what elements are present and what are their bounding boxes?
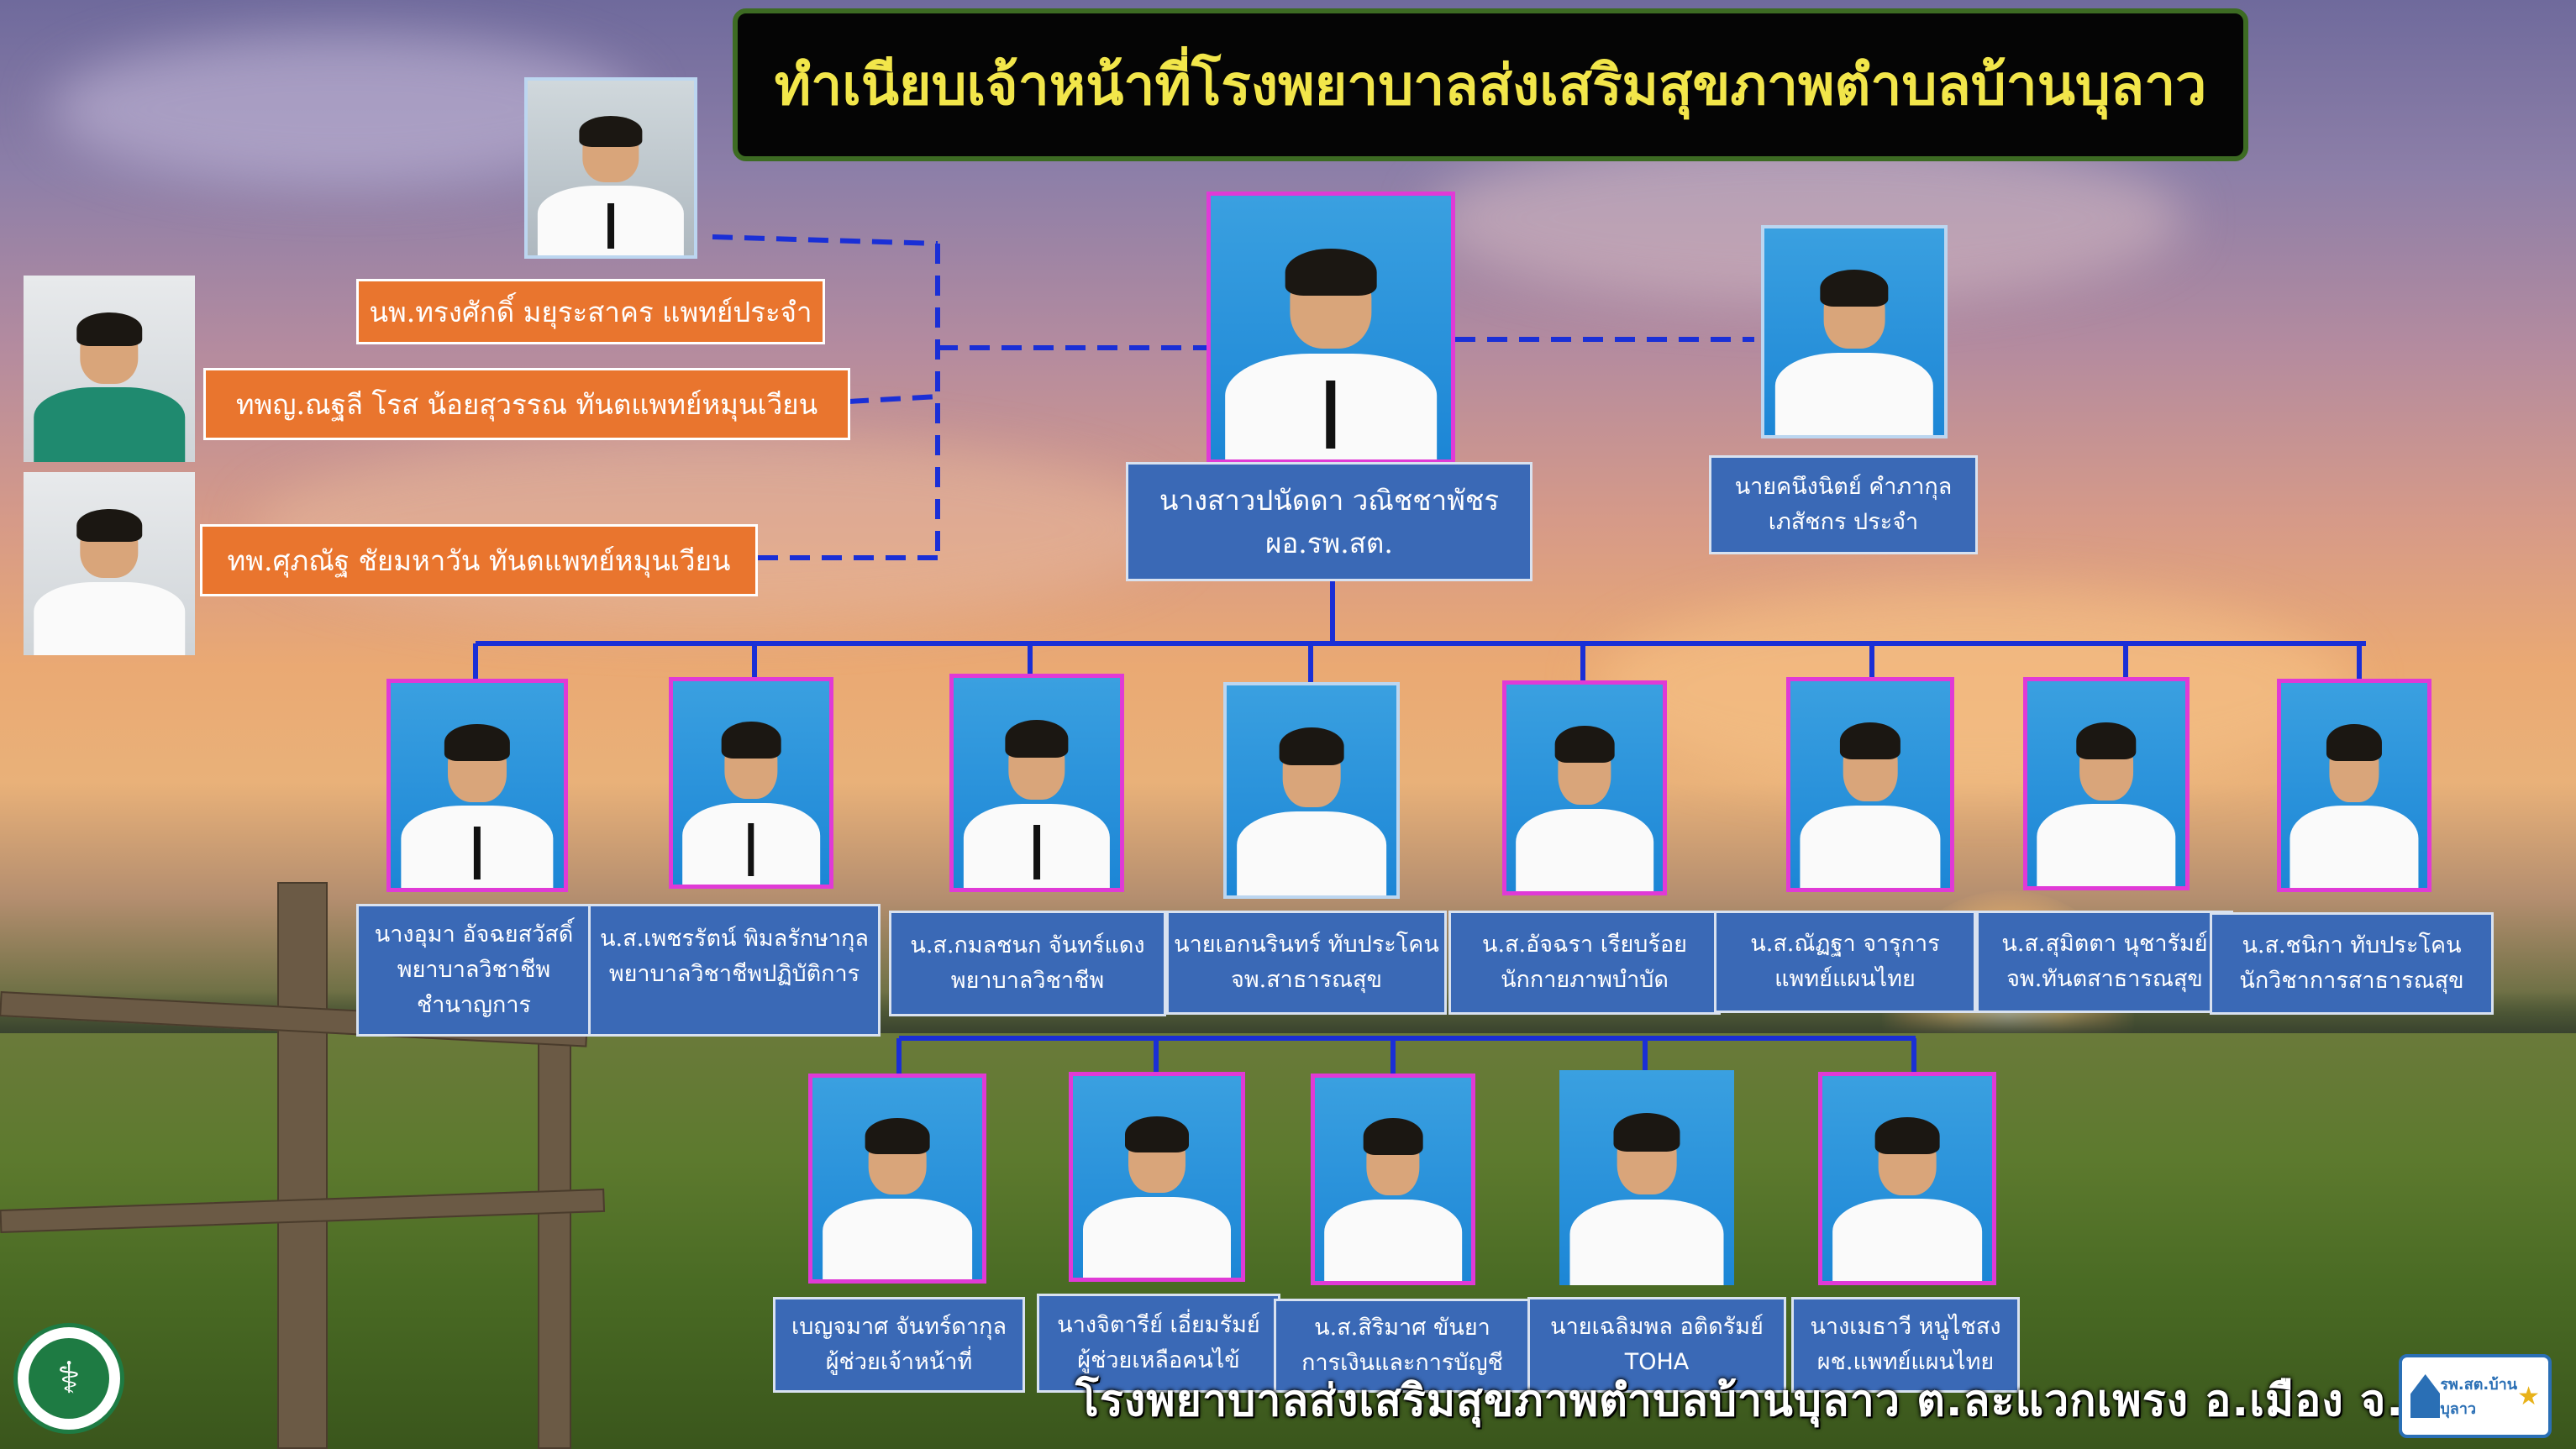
- staff-name: น.ส.ณัฏฐา จารุการ: [1750, 931, 1940, 958]
- staff-name: นางจิตารีย์ เอี่ยมรัมย์: [1057, 1312, 1260, 1339]
- staff-position: พยาบาลวิชาชีพปฏิบัติการ: [608, 960, 860, 987]
- staff-label: น.ส.อัจฉรา เรียบร้อย นักกายภาพบำบัด: [1448, 911, 1721, 1015]
- staff-label: น.ส.สุมิตตา นุชารัมย์ จพ.ทันตสาธารณสุข: [1976, 911, 2233, 1013]
- doctor-photo: [524, 77, 697, 259]
- staff-position: ผู้ช่วยเจ้าหน้าที่: [825, 1349, 973, 1375]
- fence-post: [538, 991, 571, 1449]
- staff-photo: [1786, 677, 1954, 892]
- staff-photo: [1559, 1070, 1734, 1285]
- cloud: [1596, 588, 2353, 790]
- moph-logo-icon: ⚕: [13, 1323, 124, 1434]
- staff-name: น.ส.อัจฉรา เรียบร้อย: [1481, 932, 1687, 958]
- staff-photo: [1502, 680, 1667, 895]
- staff-label: น.ส.เพชรรัตน์ พิมลรักษากุล พยาบาลวิชาชีพ…: [588, 904, 881, 1037]
- staff-position: พยาบาลวิชาชีพ: [397, 957, 551, 984]
- pharmacist-position: เภสัชกร ประจำ: [1768, 509, 1919, 535]
- page-title: ทำเนียบเจ้าหน้าที่โรงพยาบาลส่งเสริมสุขภา…: [774, 52, 2207, 118]
- staff-photo: [2277, 679, 2431, 892]
- dentist-label: ทพ.ศุภณัฐ ชัยมหาวัน ทันตแพทย์หมุนเวียน: [200, 524, 758, 596]
- director-label: นางสาวปนัดดา วณิชชาพัชร ผอ.รพ.สต.: [1126, 462, 1532, 581]
- doctor-label: นพ.ทรงศักดิ์ มยุระสาคร แพทย์ประจำ: [356, 279, 825, 344]
- staff-position: จพ.ทันตสาธารณสุข: [2006, 966, 2203, 992]
- staff-name: เบญจมาศ จันทร์ดากุล: [791, 1314, 1007, 1341]
- dentist-photo: [24, 276, 195, 462]
- staff-name: นางเมธาวี หนูไชสง: [1810, 1314, 2001, 1341]
- staff-position: แพทย์แผนไทย: [1774, 966, 1916, 992]
- director-name: นางสาวปนัดดา วณิชชาพัชร: [1159, 483, 1500, 517]
- staff-photo: [669, 677, 833, 889]
- staff-label: นางจิตารีย์ เอี่ยมรัมย์ ผู้ช่วยเหลือคนไข…: [1037, 1294, 1280, 1393]
- pharmacist-label: นายคนึงนิตย์ คำภากุล เภสัชกร ประจำ: [1709, 455, 1978, 554]
- director-photo: [1207, 192, 1455, 464]
- staff-name: น.ส.ชนิกา ทับประโคน: [2242, 932, 2462, 959]
- pharmacist-photo: [1761, 225, 1948, 438]
- footer-hospital-name: โรงพยาบาลส่งเสริมสุขภาพตำบลบ้านบุลาว ต.ล…: [1075, 1376, 2537, 1426]
- staff-label: นายเอกนรินทร์ ทับประโคน จพ.สาธารณสุข: [1166, 911, 1447, 1015]
- staff-position: ชำนาญการ: [416, 991, 532, 1018]
- staff-photo: [949, 674, 1124, 892]
- staff-label: น.ส.ชนิกา ทับประโคน นักวิชาการสาธารณสุข: [2210, 912, 2494, 1015]
- dentist-label: ทพญ.ณฐลี โรส น้อยสุวรรณ ทันตแพทย์หมุนเวี…: [203, 368, 850, 440]
- staff-position: การเงินและการบัญชี: [1301, 1350, 1503, 1376]
- staff-name: น.ส.สิริมาศ ขันยา: [1314, 1315, 1490, 1341]
- staff-name: น.ส.กมลชนก จันทร์แดง: [910, 932, 1145, 959]
- staff-label: นางเมธาวี หนูไชสง ผช.แพทย์แผนไทย: [1791, 1297, 2020, 1393]
- staff-position: ผู้ช่วยเหลือคนไข้: [1077, 1347, 1240, 1373]
- pharmacist-name: นายคนึงนิตย์ คำภากุล: [1734, 474, 1953, 501]
- staff-position: TOHA: [1624, 1349, 1690, 1375]
- staff-position: พยาบาลวิชาชีพ: [950, 968, 1105, 994]
- staff-position: จพ.สาธารณสุข: [1231, 967, 1382, 993]
- staff-label: น.ส.กมลชนก จันทร์แดง พยาบาลวิชาชีพ: [889, 911, 1166, 1016]
- staff-position: นักวิชาการสาธารณสุข: [2239, 968, 2464, 994]
- director-position: ผอ.รพ.สต.: [1265, 527, 1393, 559]
- staff-label: น.ส.สิริมาศ ขันยา การเงินและการบัญชี: [1274, 1299, 1531, 1393]
- staff-photo: [1223, 682, 1400, 899]
- staff-label: นายเฉลิมพล อติดรัมย์ TOHA: [1527, 1297, 1786, 1393]
- staff-photo: [2023, 677, 2190, 890]
- staff-name: นายเอกนรินทร์ ทับประโคน: [1174, 932, 1439, 958]
- staff-name: น.ส.สุมิตตา นุชารัมย์: [2001, 931, 2208, 958]
- staff-photo: [386, 679, 568, 892]
- staff-photo: [808, 1074, 986, 1284]
- staff-photo: [1069, 1072, 1245, 1282]
- staff-label: เบญจมาศ จันทร์ดากุล ผู้ช่วยเจ้าหน้าที่: [773, 1297, 1025, 1393]
- staff-name: น.ส.เพชรรัตน์ พิมลรักษากุล: [600, 926, 869, 952]
- dentist-photo: [24, 472, 195, 655]
- staff-label: นางอุมา อัจฉยสวัสดิ์ พยาบาลวิชาชีพ ชำนาญ…: [356, 904, 591, 1037]
- staff-name: นายเฉลิมพล อติดรัมย์: [1550, 1314, 1764, 1341]
- staff-position: ผช.แพทย์แผนไทย: [1816, 1349, 1995, 1375]
- staff-label: น.ส.ณัฏฐา จารุการ แพทย์แผนไทย: [1714, 911, 1976, 1013]
- staff-photo: [1311, 1074, 1475, 1285]
- fence-post: [277, 882, 328, 1449]
- staff-name: นางอุมา อัจฉยสวัสดิ์: [374, 921, 574, 948]
- title-banner: ทำเนียบเจ้าหน้าที่โรงพยาบาลส่งเสริมสุขภา…: [733, 8, 2248, 161]
- staff-photo: [1818, 1072, 1996, 1285]
- rph-logo-icon: รพ.สต.บ้านบุลาว ★: [2399, 1354, 2552, 1438]
- rph-logo-text: รพ.สต.บ้านบุลาว: [2440, 1376, 2518, 1418]
- staff-position: นักกายภาพบำบัด: [1501, 967, 1669, 993]
